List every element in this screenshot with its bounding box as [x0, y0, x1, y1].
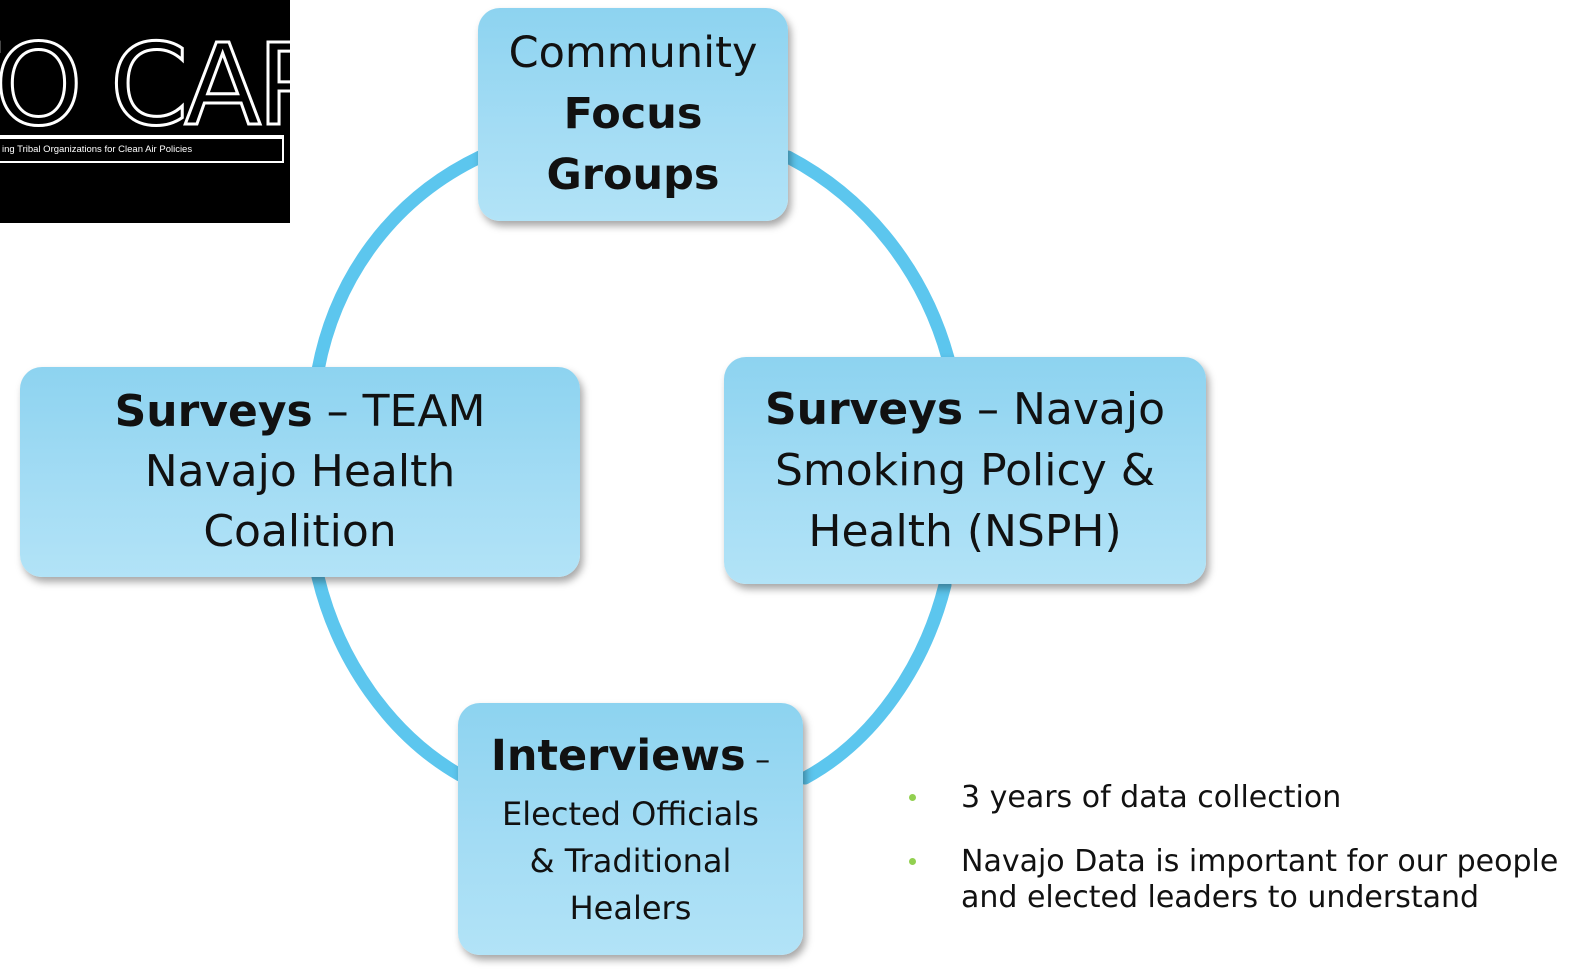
note-text: 3 years of data collection	[961, 780, 1342, 815]
bullet-icon	[909, 858, 916, 865]
node-bottom-bold: Interviews	[490, 731, 746, 781]
notes-list: 3 years of data collection Navajo Data i…	[905, 780, 1585, 944]
node-bottom-line2: Elected Officials	[502, 795, 759, 833]
node-top-line1: Community	[508, 28, 758, 78]
ring-arc-top-right	[781, 150, 955, 365]
node-left-bold: Surveys	[114, 386, 313, 437]
ring-arc-top-left	[311, 150, 487, 377]
ring-arc-bottom-right	[798, 578, 952, 785]
organization-logo: TO CAP ing Tribal Organizations for Clea…	[0, 0, 290, 223]
note-text: Navajo Data is important for our people …	[961, 844, 1559, 915]
logo-wordmark: TO CAP	[0, 21, 290, 151]
ring-arc-bottom-left	[311, 570, 467, 782]
node-left-rest1: – TEAM	[312, 386, 486, 437]
node-left-line3: Coalition	[203, 506, 397, 557]
node-right-line1: Surveys – Navajo	[765, 379, 1165, 440]
node-bottom-rest1: –	[745, 743, 771, 778]
node-bottom-line4: Healers	[569, 889, 692, 927]
node-right-line3: Health (NSPH)	[808, 506, 1122, 557]
node-left-line2: Navajo Health	[144, 446, 456, 497]
node-right-rest1: – Navajo	[963, 384, 1166, 435]
logo-underline	[0, 135, 284, 138]
node-top-line3: Groups	[546, 150, 720, 200]
node-interviews: Interviews – Elected Officials & Traditi…	[458, 703, 803, 955]
node-top-line2: Focus	[563, 89, 703, 139]
node-right-bold: Surveys	[764, 384, 964, 435]
node-bottom-line1: Interviews –	[491, 726, 770, 791]
list-item: Navajo Data is important for our people …	[905, 844, 1585, 916]
bullet-icon	[909, 794, 916, 801]
logo-tagline: ing Tribal Organizations for Clean Air P…	[0, 137, 284, 163]
node-community-focus-groups: Community Focus Groups	[478, 8, 788, 221]
node-surveys-nsph: Surveys – Navajo Smoking Policy & Health…	[724, 357, 1206, 584]
node-left-line1: Surveys – TEAM	[115, 382, 486, 442]
node-bottom-line3: & Traditional	[529, 842, 732, 880]
list-item: 3 years of data collection	[905, 780, 1585, 816]
node-right-line2: Smoking Policy &	[774, 445, 1156, 496]
node-surveys-team: Surveys – TEAM Navajo Health Coalition	[20, 367, 580, 577]
